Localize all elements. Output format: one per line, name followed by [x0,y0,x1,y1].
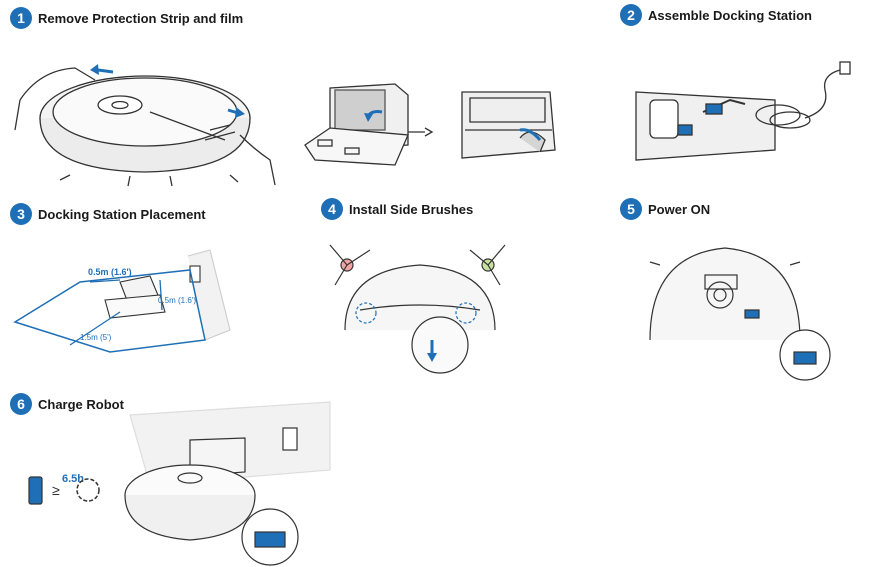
step-title: Remove Protection Strip and film [38,10,244,26]
arrow-icon [97,68,114,74]
front-distance-label: 1.5m (5') [80,333,112,342]
step-title: Assemble Docking Station [648,7,812,23]
side-distance-label: 0.5m (1.6') [158,296,196,305]
step-2-header: 2 Assemble Docking Station [620,4,812,26]
dock-cable-illustration [635,61,851,161]
step-number-badge: 2 [620,4,642,26]
arrow-icon [519,128,542,141]
step-number-badge: 1 [10,7,32,29]
charge-robot-illustration [28,401,331,566]
arrow-icon [90,64,99,75]
dock-film-illustration [304,83,556,166]
gte-symbol: ≥ [52,482,60,498]
clock-icon [76,478,100,502]
step-number-badge: 4 [321,198,343,220]
arrow-icon [364,113,373,122]
robot-strip-illustration [14,67,276,187]
step-number-badge: 3 [10,203,32,225]
step-3-header: 3 Docking Station Placement [10,203,206,225]
step-number-badge: 5 [620,198,642,220]
step-title: Power ON [648,201,711,217]
side-brush-illustration [329,244,506,374]
arrow-icon [427,353,437,362]
charge-duration: 6.5h [62,473,84,485]
step-5-header: 5 Power ON [620,198,710,220]
side-distance-label: 0.5m (1.6') [88,267,132,277]
step-title: Docking Station Placement [38,206,206,222]
placement-diagram [13,249,231,353]
step-number-badge: 6 [10,393,32,415]
step-title: Charge Robot [38,396,124,412]
step-title: Install Side Brushes [349,201,474,217]
step-1-header: 1 Remove Protection Strip and film [10,7,243,29]
power-on-illustration [649,247,831,381]
arrow-icon [235,107,245,118]
step-6-header: 6 Charge Robot [10,393,124,415]
step-4-header: 4 Install Side Brushes [321,198,473,220]
